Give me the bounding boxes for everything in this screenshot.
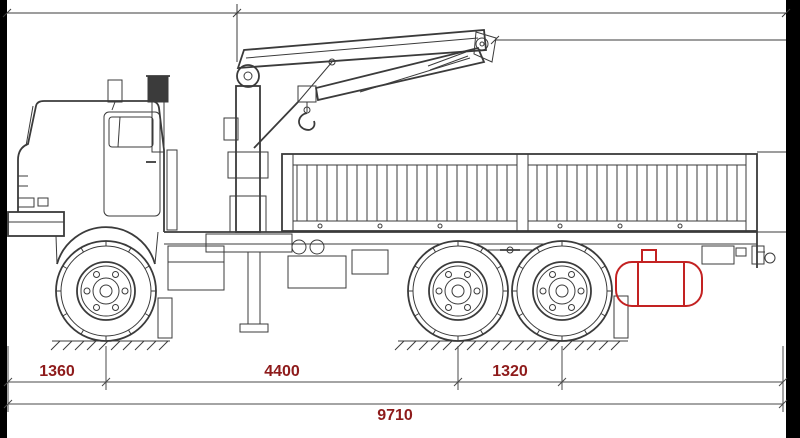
crane-main-boom (236, 29, 487, 69)
under-chassis-equipment (167, 239, 389, 291)
dim-front-overhang: 1360 (39, 363, 75, 380)
outrigger-beam (205, 233, 293, 253)
tow-bracket (751, 245, 765, 265)
cargo-bed (281, 153, 758, 232)
dimension-lines: 1360 4400 1320 9710 (3, 346, 788, 424)
left-edge-bar (0, 0, 7, 438)
cab (7, 75, 178, 265)
top-reference-lines (2, 4, 791, 233)
fuel-filler-cap (641, 249, 657, 263)
dim-wheelbase: 4400 (264, 363, 300, 380)
rear-wheel-1 (407, 240, 509, 342)
fuel-tank (615, 249, 703, 307)
mudflaps-rear-gear (157, 245, 776, 339)
crane-hook-block (297, 85, 317, 103)
ground-hatching (50, 340, 628, 351)
bogie-pivot (500, 246, 520, 254)
exhaust-stack (166, 149, 178, 231)
front-bumper (7, 211, 65, 237)
air-intake (147, 75, 169, 103)
dim-rear-bogie-spacing: 1320 (492, 363, 528, 380)
outrigger-leg (247, 251, 261, 325)
dim-overall-length: 9710 (377, 407, 413, 424)
crane-jib (314, 46, 486, 102)
front-mudflap (157, 297, 173, 339)
outrigger-foot (239, 323, 269, 333)
loader-crane (205, 29, 497, 333)
rear-wheel-2 (511, 240, 613, 342)
right-edge-bar (786, 0, 800, 438)
headlight (17, 197, 35, 208)
cab-door (103, 111, 161, 217)
front-wheel-arch (56, 226, 156, 265)
taillight (735, 247, 747, 257)
tow-hitch (764, 252, 776, 264)
crane-hook (298, 112, 316, 131)
front-wheel (55, 240, 157, 342)
mirror (107, 79, 123, 103)
door-window (108, 116, 154, 148)
truck-drawing (2, 4, 791, 351)
rear-mudflap (613, 295, 629, 339)
